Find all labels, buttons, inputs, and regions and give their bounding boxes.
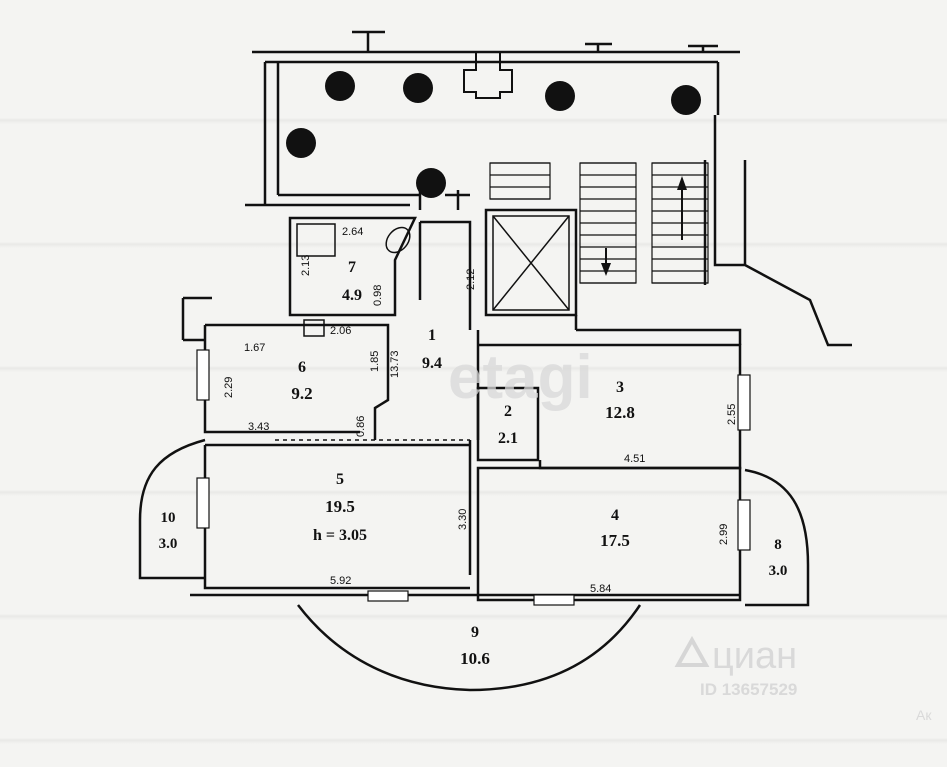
dim-2-99: 2.99 (718, 524, 730, 545)
room-5-area: 19.5 (325, 497, 355, 516)
balcony-10 (138, 438, 206, 580)
cian-watermark: циан (712, 635, 797, 677)
room-7-number: 7 (348, 259, 356, 276)
room-8-area: 3.0 (769, 563, 788, 579)
room-3-number: 3 (616, 379, 624, 396)
cian-id: ID 13657529 (700, 680, 797, 699)
column (463, 51, 513, 99)
window-bottom-left (367, 590, 409, 602)
room-4-area: 17.5 (600, 531, 630, 550)
room-5-height: h = 3.05 (313, 527, 367, 544)
elevator-cabin (492, 215, 570, 311)
room-9-number: 9 (471, 624, 479, 641)
room-10-area: 3.0 (159, 536, 178, 552)
elevator-cross (492, 215, 570, 311)
window-room-6 (196, 349, 210, 401)
balcony-8 (744, 468, 810, 607)
room-8-number: 8 (774, 537, 782, 553)
room-7-area: 4.9 (342, 287, 362, 304)
dim-5-92: 5.92 (330, 575, 351, 587)
room-5-number: 5 (336, 471, 344, 488)
window-room-4 (737, 499, 751, 551)
dim-0-98: 0.98 (372, 285, 384, 306)
dim-2-64: 2.64 (342, 226, 363, 238)
corner-watermark: Ак (916, 707, 932, 723)
stair-flight (579, 162, 637, 284)
round-column (416, 168, 446, 198)
window-room-5 (196, 477, 210, 529)
dim-3-30: 3.30 (457, 509, 469, 530)
corridor-walls (418, 220, 480, 345)
stair-walls (703, 115, 852, 347)
room-4-walls (476, 466, 742, 602)
round-column (403, 73, 433, 103)
dim-13-73: 13.73 (389, 350, 401, 378)
room-1-number: 1 (428, 327, 436, 344)
dim-4-51: 4.51 (624, 453, 645, 465)
round-column (545, 81, 575, 111)
stairs (489, 162, 709, 284)
dim-3-43: 3.43 (248, 421, 269, 433)
stair-bottom (574, 315, 742, 345)
dim-1-67: 1.67 (244, 342, 265, 354)
room-6-area: 9.2 (291, 384, 312, 403)
room-6-number: 6 (298, 359, 306, 376)
window-room-3 (737, 374, 751, 431)
window-bottom-right (533, 594, 575, 606)
elevator-shaft (484, 208, 578, 317)
room-2-area: 2.1 (498, 430, 518, 447)
round-column (325, 71, 355, 101)
cian-logo-icon (674, 635, 710, 667)
round-column (671, 85, 701, 115)
room-2-walls (476, 386, 540, 462)
room-10-number: 10 (161, 510, 176, 526)
stair-flight (651, 162, 709, 284)
room-7-walls (288, 216, 417, 317)
dim-2-55: 2.55 (726, 404, 738, 425)
stair-flight (489, 162, 551, 200)
top-stubs (352, 30, 718, 52)
etagi-watermark: etagi (448, 343, 593, 412)
dim-2-13: 2.13 (300, 255, 312, 276)
toilet-icon (385, 226, 411, 254)
dim-2-06: 2.06 (330, 325, 351, 337)
dim-2-12: 2.12 (465, 269, 477, 290)
room-3-area: 12.8 (605, 403, 635, 422)
dim-1-85: 1.85 (369, 351, 381, 372)
stair-arrow-up-icon (677, 176, 687, 190)
balcony-9 (297, 604, 642, 692)
room-2-number: 2 (504, 403, 512, 420)
stair-arrow-down-icon (601, 263, 611, 276)
stove-icon (303, 319, 325, 337)
lobby-walls (252, 50, 740, 205)
room-4-number: 4 (611, 507, 619, 524)
lobby-bottom (245, 190, 470, 210)
round-column (286, 128, 316, 158)
room-9-area: 10.6 (460, 649, 490, 668)
room-6-walls (181, 296, 390, 440)
dim-5-84: 5.84 (590, 583, 611, 595)
dim-0-86: 0.86 (355, 416, 367, 437)
shower-tray (296, 223, 336, 257)
room-1-area: 9.4 (422, 355, 442, 372)
dim-2-29: 2.29 (223, 377, 235, 398)
